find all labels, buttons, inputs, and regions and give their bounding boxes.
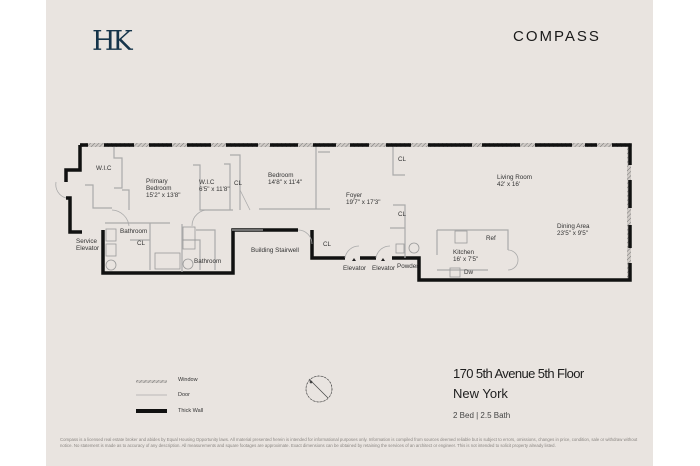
legend-thick-wall-label: Thick Wall bbox=[178, 408, 204, 414]
room-size-kitchen: 16' x 7'5" bbox=[453, 256, 478, 263]
room-label-bathroom-2: Bathroom bbox=[194, 258, 221, 265]
service-elevator-label: Service bbox=[76, 238, 97, 245]
room-label-kitchen: Kitchen bbox=[453, 249, 475, 256]
room-size-primary-bedroom: 15'2" x 13'8" bbox=[146, 192, 181, 199]
compass-logo: COMPASS bbox=[513, 28, 601, 45]
interior-walls bbox=[85, 147, 509, 272]
elevator-label-2: Elevator bbox=[372, 265, 395, 272]
listing-address: 170 5th Avenue 5th Floor bbox=[453, 366, 584, 381]
legend-wall-swatch bbox=[136, 409, 167, 413]
service-elevator-label-2: Elevator bbox=[76, 245, 99, 252]
door-swings bbox=[55, 181, 519, 271]
fixtures bbox=[105, 226, 468, 278]
closet-label: CL bbox=[398, 156, 407, 163]
room-label-dining-area: Dining Area bbox=[557, 223, 590, 230]
room-size-dining-area: 23'5" x 9'5" bbox=[557, 230, 588, 237]
legend-door-label: Door bbox=[178, 392, 190, 398]
listing-bed-bath: 2 Bed | 2.5 Bath bbox=[453, 411, 511, 420]
room-size-living-room: 42' x 16' bbox=[497, 181, 520, 188]
dishwasher-label: Dw bbox=[464, 269, 474, 276]
room-label-building-stairwell: Building Stairwell bbox=[251, 247, 299, 254]
room-label-primary-bedroom-2: Bedroom bbox=[146, 185, 172, 192]
floor-plan-sheet bbox=[46, 0, 653, 466]
room-label-wic-2: W.I.C bbox=[199, 179, 215, 186]
elevator-label: Elevator bbox=[343, 265, 366, 272]
closet-label: CL bbox=[398, 211, 407, 218]
room-label-foyer: Foyer bbox=[346, 192, 362, 199]
thick-walls bbox=[64, 143, 632, 282]
room-label-powder: Powder bbox=[397, 263, 418, 270]
closet-label: CL bbox=[323, 241, 332, 248]
room-size-wic-2: 6'5" x 11'8" bbox=[199, 186, 230, 193]
agent-logo: HK bbox=[92, 26, 133, 57]
room-label-bedroom: Bedroom bbox=[268, 172, 294, 179]
window-strip-right bbox=[627, 144, 631, 280]
listing-city: New York bbox=[453, 386, 508, 401]
refrigerator-label: Ref bbox=[486, 235, 496, 242]
room-size-foyer: 19'7" x 17'3" bbox=[346, 199, 381, 206]
room-size-bedroom: 14'8" x 11'4" bbox=[268, 179, 302, 186]
closet-label: CL bbox=[137, 240, 146, 247]
room-label-living-room: Living Room bbox=[497, 174, 532, 181]
legend-window-swatch bbox=[136, 380, 167, 383]
elevator-arrow-icons bbox=[352, 258, 385, 261]
north-compass-icon bbox=[305, 375, 333, 403]
room-label-primary-bedroom: Primary bbox=[146, 178, 169, 185]
room-label-bathroom: Bathroom bbox=[120, 228, 147, 235]
room-label-wic: W.I.C bbox=[96, 165, 112, 172]
legend-window-label: Window bbox=[178, 377, 198, 383]
disclaimer: Compass is a licensed real estate broker… bbox=[60, 437, 638, 449]
closet-label: CL bbox=[234, 180, 243, 187]
